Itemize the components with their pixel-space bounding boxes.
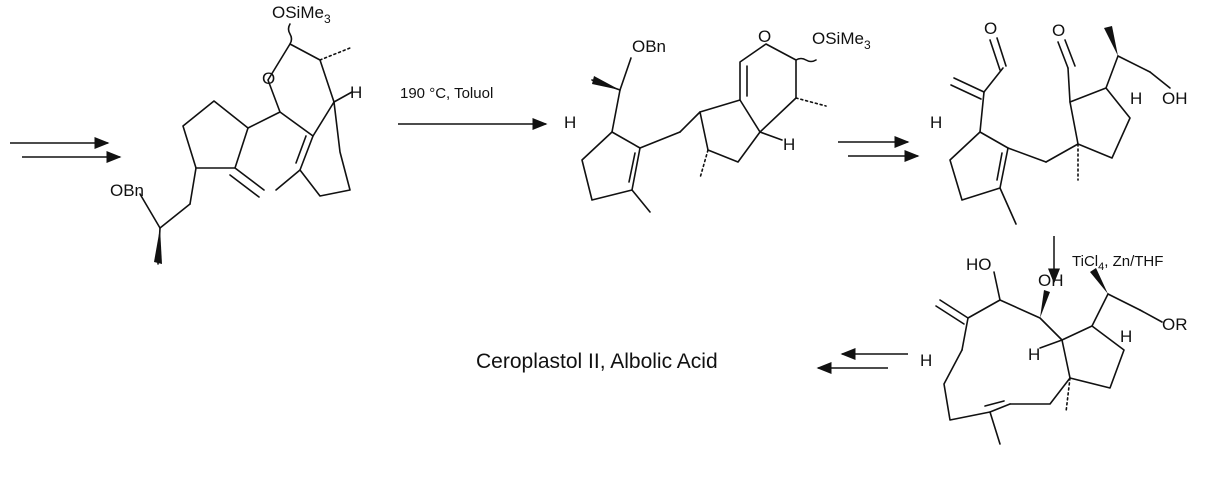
h-label: H (1028, 345, 1040, 364)
h-label: H (783, 135, 795, 154)
ho-label: HO (966, 255, 992, 274)
multistep-arrow-2 (838, 136, 920, 162)
compound-2: OBn H O OSiMe3 H (564, 27, 871, 213)
compound-1: O OSiMe3 OBn H (110, 3, 362, 265)
h-label: H (564, 113, 576, 132)
multistep-arrow-1 (10, 137, 122, 163)
h-label: H (1130, 89, 1142, 108)
or-label: OR (1162, 315, 1188, 334)
multistep-arrow-3 (816, 348, 908, 374)
aldehyde-oxygen-label: O (1052, 21, 1065, 40)
compound-4: HO OH H H H OR (920, 255, 1188, 445)
reaction-arrow-1: 190 °C, Toluol (398, 85, 548, 130)
h-label: H (930, 113, 942, 132)
conditions-step-2: TiCl (1072, 253, 1098, 270)
conditions-step-1: 190 °C, Toluol (400, 85, 493, 102)
svg-text:OSiMe3: OSiMe3 (272, 3, 331, 26)
oh-label: OH (1038, 271, 1064, 290)
svg-text:TiCl4, Zn/THF: TiCl4, Zn/THF (1072, 253, 1163, 273)
h-label: H (350, 83, 362, 102)
reaction-arrow-2: TiCl4, Zn/THF (1048, 236, 1163, 284)
obn-label: OBn (632, 37, 666, 56)
obn-label: OBn (110, 181, 144, 200)
osime3-label: OSiMe (272, 3, 324, 22)
final-product-name: Ceroplastol II, Albolic Acid (476, 350, 718, 373)
oh-label: OH (1162, 89, 1188, 108)
ring-oxygen-label: O (758, 27, 771, 46)
compound-3: O O H H OH (930, 19, 1188, 225)
osime3-label: OSiMe (812, 29, 864, 48)
h-label: H (920, 351, 932, 370)
ring-oxygen-label: O (262, 69, 275, 88)
h-label: H (1120, 327, 1132, 346)
aldehyde-oxygen-label: O (984, 19, 997, 38)
svg-text:OSiMe3: OSiMe3 (812, 29, 871, 52)
